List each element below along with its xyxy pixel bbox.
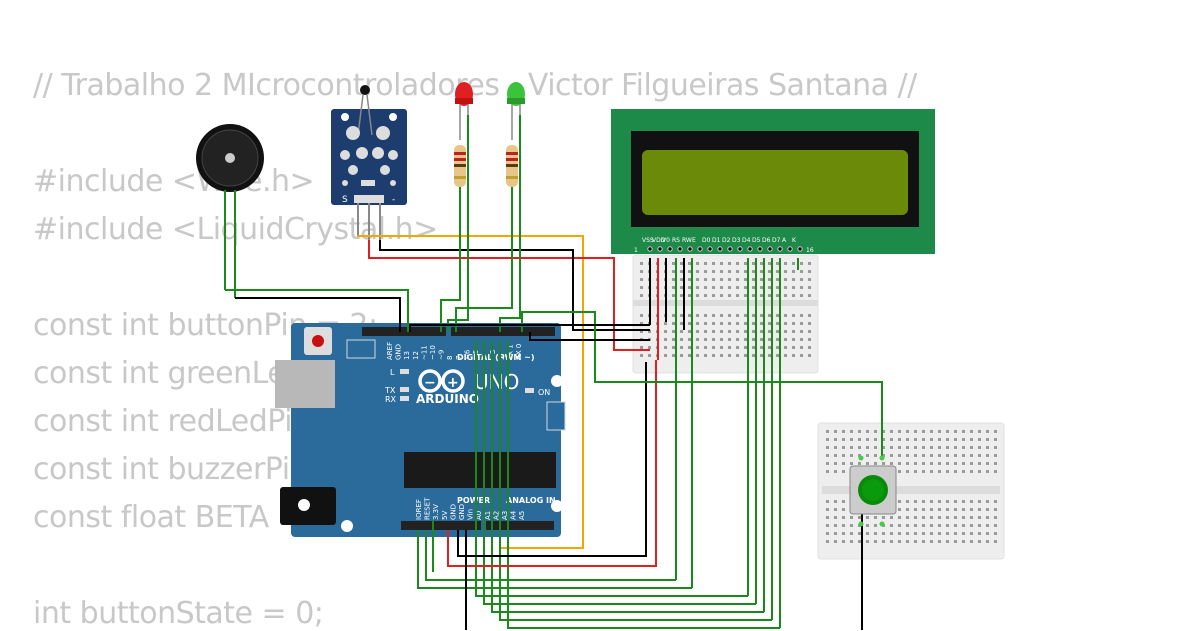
lcd-pin[interactable]	[787, 246, 793, 252]
arduino-pin-label: RESET	[424, 497, 432, 520]
arduino-pin-label: IOREF	[415, 499, 423, 520]
lcd-pin[interactable]	[717, 246, 723, 252]
sensor-minus-label: -	[392, 195, 395, 205]
arduino-uno-board: − + UNO ARDUINO DIGITAL (PWM ~) POWER AN…	[275, 323, 566, 537]
arduino-pin-label: RX 0	[515, 344, 523, 360]
arduino-pin-label: 7	[455, 356, 463, 360]
lcd-pin[interactable]	[737, 246, 743, 252]
arduino-pin-label: GND	[449, 504, 457, 520]
arduino-model: UNO	[474, 370, 519, 394]
red-led[interactable]	[455, 82, 473, 140]
svg-text:−: −	[424, 375, 436, 391]
arduino-brand: ARDUINO	[416, 392, 479, 406]
arduino-pin-label: 3.3V	[432, 504, 440, 520]
atmega-chip	[404, 452, 556, 488]
resistor-green-led	[506, 145, 518, 187]
lcd-breadboard	[632, 254, 819, 374]
lcd-pin[interactable]	[687, 246, 693, 252]
arduino-pin-label: TX 1	[506, 344, 514, 361]
button-breadboard	[817, 422, 1005, 560]
code-line: // Trabalho 2 MIcrocontroladores - Victo…	[33, 68, 917, 103]
push-button[interactable]	[849, 455, 897, 527]
on-label: ON	[538, 388, 550, 397]
arduino-pin-label: ~9	[438, 350, 446, 360]
lcd-pin-label: RW	[682, 237, 692, 244]
analog-header	[486, 521, 554, 530]
arduino-pin-label: 5V	[441, 511, 449, 520]
arduino-pin-label: GND	[395, 344, 403, 360]
l-label: L	[390, 368, 395, 377]
digital-header-left	[362, 327, 446, 336]
usb-port	[275, 360, 335, 408]
lcd-pin[interactable]	[797, 246, 803, 252]
arduino-pin-label: 13	[403, 351, 411, 360]
buzzer[interactable]	[196, 124, 264, 298]
lcd-pin-number: 1	[634, 247, 638, 254]
lcd-pin-label: D0	[702, 237, 711, 244]
arduino-pin-label: A4	[510, 510, 518, 520]
arduino-pin-label: ~10	[429, 345, 437, 360]
lcd-pin-label: V0	[662, 237, 670, 244]
arduino-pin-label: GND	[458, 504, 466, 520]
lcd-pin[interactable]	[667, 246, 673, 252]
lcd-pin[interactable]	[767, 246, 773, 252]
lcd-pin-label: D7	[772, 237, 781, 244]
lcd-pin[interactable]	[657, 246, 663, 252]
code-line: int buttonState = 0;	[33, 596, 324, 631]
lcd-pin-label: VDD	[652, 237, 666, 244]
arduino-pin-label: AREF	[386, 342, 394, 360]
arduino-pin-label: A1	[484, 511, 492, 520]
lcd-pin-label: K	[792, 237, 797, 244]
resistor-red-led	[454, 145, 466, 187]
digital-label: DIGITAL (PWM ~)	[457, 353, 535, 362]
code-line: #include <LiquidCrystal.h>	[33, 212, 438, 247]
rx-label: RX	[385, 395, 397, 404]
lcd-pin-label: RS	[672, 237, 680, 244]
sensor-s-label: S	[342, 195, 348, 205]
lcd-pin-label: D2	[722, 237, 731, 244]
arduino-pin-label: 8	[446, 356, 454, 360]
lcd-pin[interactable]	[677, 246, 683, 252]
arduino-pin-label: A3	[501, 511, 509, 520]
green-led[interactable]	[507, 82, 525, 140]
lcd-pin[interactable]	[747, 246, 753, 252]
tx-label: TX	[384, 386, 396, 395]
lcd-pin-label: E	[692, 237, 696, 244]
arduino-pin-label: ~11	[420, 345, 428, 360]
analog-label: ANALOG IN	[506, 496, 556, 505]
lcd-pin[interactable]	[647, 246, 653, 252]
arduino-pin-label: 2	[498, 356, 506, 360]
lcd-pin[interactable]	[757, 246, 763, 252]
lcd-pin[interactable]	[727, 246, 733, 252]
lcd-pin-label: VSS	[642, 237, 654, 244]
lcd-pin-label: A	[782, 237, 787, 244]
arduino-pin-label: A2	[492, 511, 500, 520]
lcd-pin[interactable]	[777, 246, 783, 252]
arduino-pin-label: 12	[412, 351, 420, 360]
arduino-pin-label: A5	[518, 511, 526, 520]
lcd-pin-label: D4	[742, 237, 751, 244]
lcd-pin-label: D5	[752, 237, 761, 244]
wires	[225, 115, 883, 630]
arduino-pin-label: Vin	[467, 509, 475, 520]
lcd-pin-label: D6	[762, 237, 771, 244]
lcd-pin-label: D1	[712, 237, 721, 244]
svg-text:+: +	[447, 375, 459, 391]
power-label: POWER	[457, 496, 490, 505]
digital-header-right	[451, 327, 555, 336]
arduino-pin-label: A0	[475, 511, 483, 520]
arduino-pin-label: ~3	[489, 350, 497, 360]
arduino-pin-label: ~6	[463, 349, 471, 360]
lcd-pin[interactable]	[697, 246, 703, 252]
power-header	[401, 521, 481, 530]
lcd-pin-number: 16	[806, 247, 814, 254]
lcd-pin[interactable]	[707, 246, 713, 252]
lcd-pin-label: D3	[732, 237, 741, 244]
temperature-sensor-module[interactable]: S -	[331, 85, 407, 240]
